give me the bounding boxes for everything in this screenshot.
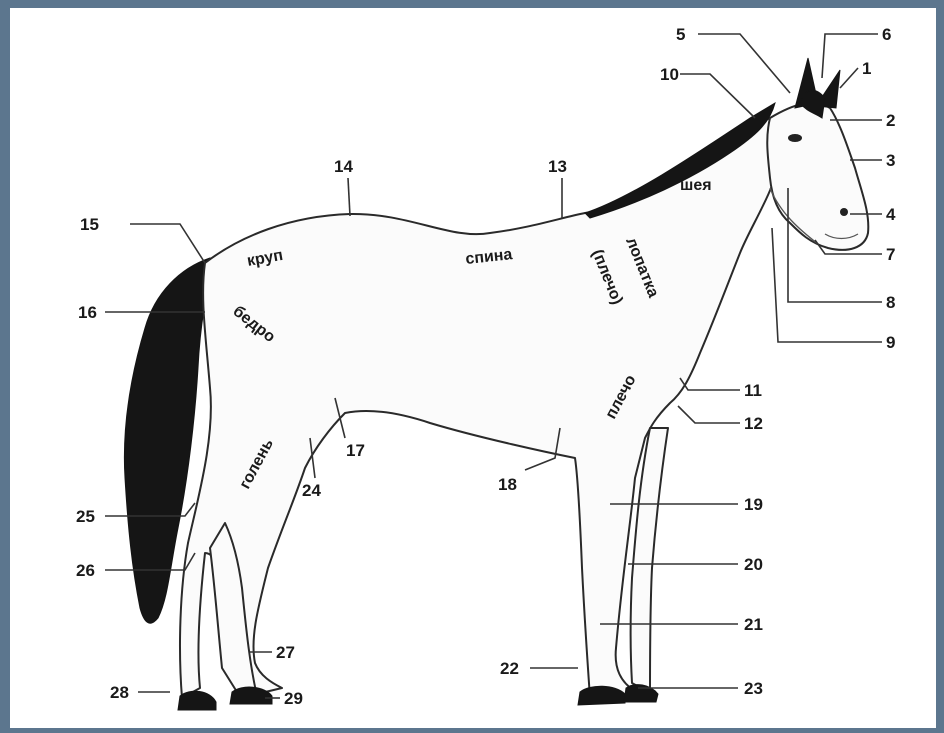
num-19: 19 xyxy=(744,495,763,514)
num-24: 24 xyxy=(302,481,321,500)
num-1: 1 xyxy=(862,59,871,78)
num-17: 17 xyxy=(346,441,365,460)
num-15: 15 xyxy=(80,215,99,234)
horse-body xyxy=(180,118,782,698)
num-21: 21 xyxy=(744,615,763,634)
num-16: 16 xyxy=(78,303,97,322)
nostril xyxy=(840,208,848,216)
diagram-canvas: 1 2 3 4 5 6 7 8 9 10 11 12 13 14 15 16 1… xyxy=(10,8,936,728)
num-5: 5 xyxy=(676,25,685,44)
num-18: 18 xyxy=(498,475,517,494)
num-20: 20 xyxy=(744,555,763,574)
num-10: 10 xyxy=(660,65,679,84)
num-29: 29 xyxy=(284,689,303,708)
num-23: 23 xyxy=(744,679,763,698)
num-14: 14 xyxy=(334,157,353,176)
num-27: 27 xyxy=(276,643,295,662)
num-12: 12 xyxy=(744,414,763,433)
num-28: 28 xyxy=(110,683,129,702)
num-13: 13 xyxy=(548,157,567,176)
hoof-front-near xyxy=(578,686,625,705)
horse-head xyxy=(767,103,868,250)
num-2: 2 xyxy=(886,111,895,130)
num-7: 7 xyxy=(886,245,895,264)
num-6: 6 xyxy=(882,25,891,44)
hoof-hind-near xyxy=(178,691,216,710)
num-4: 4 xyxy=(886,205,896,224)
num-3: 3 xyxy=(886,151,895,170)
num-25: 25 xyxy=(76,507,95,526)
num-22: 22 xyxy=(500,659,519,678)
label-sheya: шея xyxy=(680,177,712,194)
horse-diagram: 1 2 3 4 5 6 7 8 9 10 11 12 13 14 15 16 1… xyxy=(10,8,936,728)
num-8: 8 xyxy=(886,293,895,312)
eye xyxy=(788,134,802,142)
num-9: 9 xyxy=(886,333,895,352)
num-11: 11 xyxy=(744,381,762,400)
num-26: 26 xyxy=(76,561,95,580)
